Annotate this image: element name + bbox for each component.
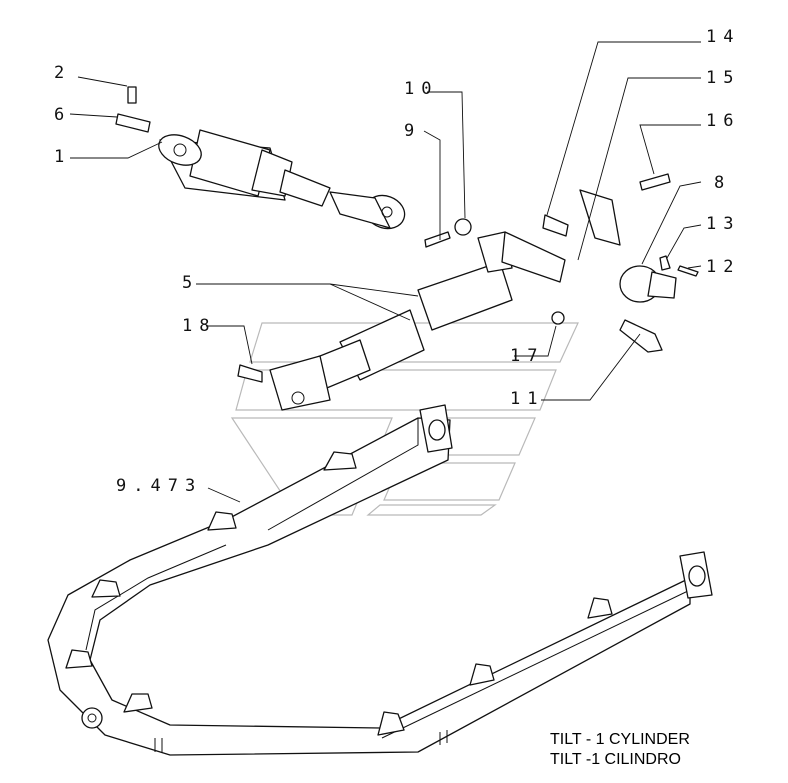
leader-lines [69, 41, 702, 503]
callout-labels: 2 6 1 10 9 14 15 16 8 13 12 5 18 17 11 9… [54, 27, 740, 496]
callout-9: 9 [404, 121, 421, 141]
callout-2: 2 [54, 63, 71, 83]
callout-13: 13 [706, 214, 740, 234]
pins-2-6 [115, 86, 151, 133]
callout-8: 8 [714, 173, 731, 193]
callout-1: 1 [54, 147, 71, 167]
callout-14: 14 [706, 27, 740, 47]
callout-16: 16 [706, 111, 740, 131]
callout-11: 11 [510, 389, 544, 409]
callout-18: 18 [182, 316, 216, 336]
caption: TILT - 1 CYLINDER TILT -1 CILINDRO [550, 731, 690, 768]
caption-line-1: TILT - 1 CYLINDER [550, 731, 690, 748]
callout-5: 5 [182, 273, 199, 293]
tilt-frame [47, 404, 713, 756]
callout-17: 17 [510, 346, 544, 366]
tilt-cylinder-5 [269, 189, 621, 411]
callout-15: 15 [706, 68, 740, 88]
callout-6: 6 [54, 105, 71, 125]
cylinder-body [158, 129, 406, 230]
callout-12: 12 [706, 257, 740, 277]
hardware-parts [237, 173, 699, 383]
callout-9-473: 9.473 [116, 476, 202, 496]
watermark-logo [230, 322, 579, 516]
callout-10: 10 [404, 79, 438, 99]
caption-line-2: TILT -1 CILINDRO [550, 751, 681, 768]
